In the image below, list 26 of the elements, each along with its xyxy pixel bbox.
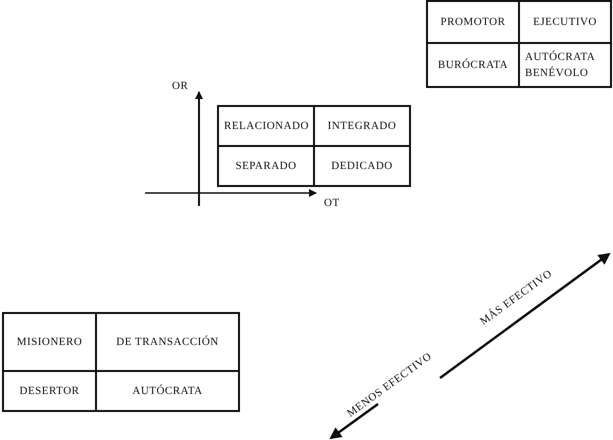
style-label: RELACIONADO [224,118,308,134]
style-label: MISIONERO [16,334,82,350]
grid-cell [313,145,411,187]
grid-cell [426,0,520,44]
style-label: DEDICADO [331,158,393,174]
grid-cell [95,312,240,372]
grid-cell [2,312,97,372]
style-label: BURÓCRATA [438,58,508,73]
grid-cell [217,145,315,187]
axis-label: OR [172,80,188,92]
style-label: INTEGRADO [328,118,396,134]
grid-cell [518,42,612,88]
grid-cell [313,105,411,147]
grid-cell [518,0,612,44]
grid-cell [2,370,97,412]
grid-cell [95,370,240,412]
axis-label: OT [324,197,340,209]
style-label: AUTÓCRATA BENÉVOLO [525,50,596,81]
grid-cell [217,105,315,147]
style-label: DE TRANSACCIÓN [116,334,219,350]
style-label: EJECUTIVO [533,14,597,30]
grid-cell [426,42,520,88]
style-label: DESERTOR [20,384,80,399]
style-label: SEPARADO [235,158,297,174]
style-label: PROMOTOR [440,14,506,30]
style-label: AUTÓCRATA [132,384,203,399]
